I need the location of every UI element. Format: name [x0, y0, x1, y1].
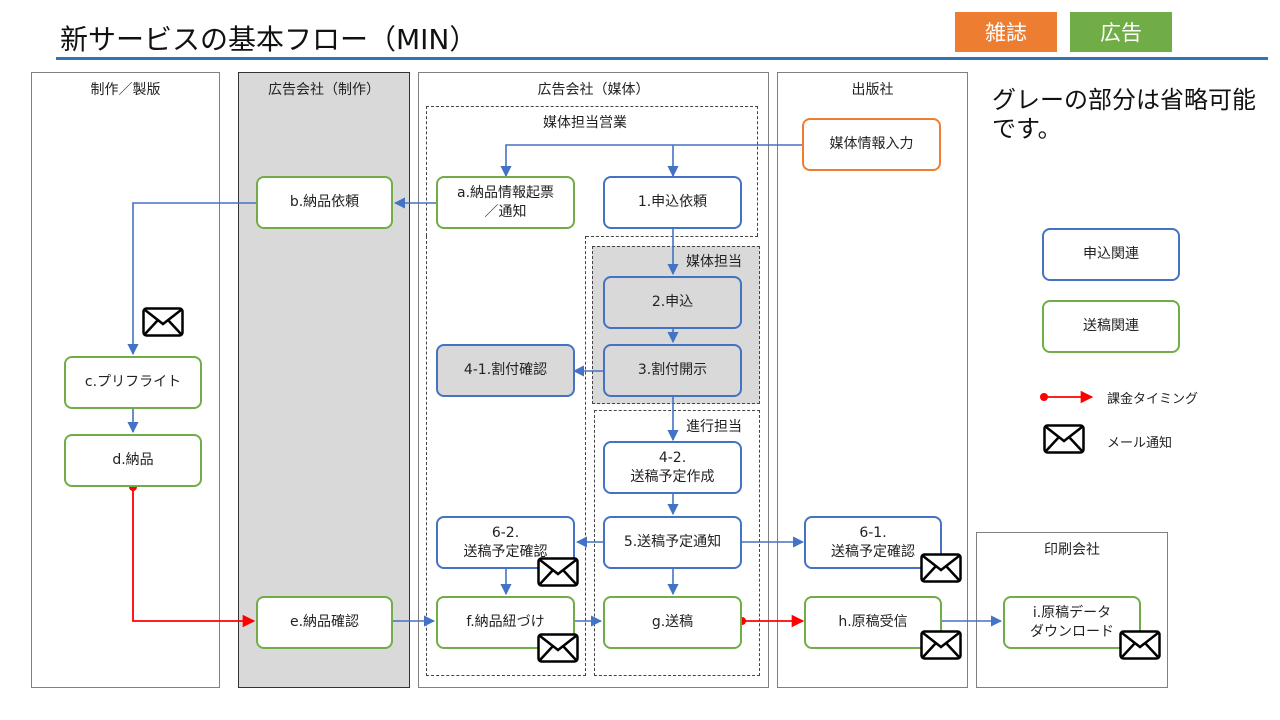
group-media-rep-label: 媒体担当 — [686, 254, 742, 270]
node-2-apply[interactable]: 2.申込 — [603, 276, 742, 329]
lane-production-label: 制作／製版 — [90, 82, 161, 98]
node-6-2-schedule-check[interactable]: 6-2. 送稿予定確認 — [436, 516, 575, 569]
group-media-sales-label: 媒体担当営業 — [543, 115, 627, 131]
lane-agency-production-label: 広告会社（制作） — [268, 82, 380, 98]
node-1-apply-request[interactable]: 1.申込依頼 — [603, 176, 742, 229]
node-f-delivery-link[interactable]: f.納品紐づけ — [436, 596, 575, 649]
node-3-allocation-disclose[interactable]: 3.割付開示 — [603, 344, 742, 397]
mail-icon — [142, 307, 184, 337]
node-e-delivery-confirm[interactable]: e.納品確認 — [256, 596, 393, 649]
node-h-receive[interactable]: h.原稿受信 — [804, 596, 942, 649]
group-progress-rep-label: 進行担当 — [686, 419, 742, 435]
group-media-sales-bottom — [426, 236, 586, 676]
node-5-schedule-notify[interactable]: 5.送稿予定通知 — [603, 516, 742, 569]
node-i-download[interactable]: i.原稿データ ダウンロード — [1003, 596, 1141, 649]
lane-publisher: 出版社 — [777, 72, 968, 688]
node-a-delivery-info[interactable]: a.納品情報起票 ／通知 — [436, 176, 575, 229]
mail-icon — [920, 553, 962, 583]
mail-icon — [1119, 630, 1161, 660]
mail-icon — [537, 557, 579, 587]
lane-publisher-label: 出版社 — [851, 82, 894, 98]
lane-printer-label: 印刷会社 — [1044, 542, 1100, 558]
page-title: 新サービスの基本フロー（MIN） — [60, 23, 478, 56]
group-progress-rep — [594, 410, 760, 676]
billing-d-to-e — [132, 487, 256, 628]
mail-icon — [537, 633, 579, 663]
tag-magazine[interactable]: 雑誌 — [955, 12, 1057, 52]
arrow-mediainfo-to-a — [500, 144, 802, 178]
title-underline — [56, 57, 1268, 60]
node-6-1-schedule-check[interactable]: 6-1. 送稿予定確認 — [804, 516, 942, 569]
legend-billing-label: 課金タイミング — [1107, 392, 1199, 407]
legend-mail-label: メール通知 — [1107, 436, 1173, 451]
lane-printer: 印刷会社 — [976, 532, 1168, 688]
lane-agency-media: 広告会社（媒体） — [418, 72, 769, 688]
node-b-delivery-request[interactable]: b.納品依頼 — [256, 176, 393, 229]
lane-agency-production: 広告会社（制作） — [238, 72, 410, 688]
note-text: グレーの部分は省略可能 です。 — [992, 86, 1256, 143]
legend-send-box: 送稿関連 — [1042, 300, 1180, 353]
lane-agency-media-label: 広告会社（媒体） — [537, 82, 650, 98]
node-media-info-input[interactable]: 媒体情報入力 — [802, 118, 941, 171]
node-4-1-allocation-check[interactable]: 4-1.割付確認 — [436, 344, 575, 397]
legend-apply-box: 申込関連 — [1042, 228, 1180, 281]
mail-icon — [920, 630, 962, 660]
node-d-delivery[interactable]: d.納品 — [64, 434, 202, 487]
legend-mail-icon — [1043, 424, 1085, 454]
node-4-2-schedule-create[interactable]: 4-2. 送稿予定作成 — [603, 441, 742, 494]
group-media-sales-top — [426, 106, 758, 236]
lane-production: 制作／製版 — [31, 72, 220, 688]
group-media-sales-divider — [586, 236, 758, 237]
tag-ad[interactable]: 広告 — [1070, 12, 1172, 52]
node-g-send[interactable]: g.送稿 — [603, 596, 742, 649]
arrow-b-to-c — [127, 202, 256, 356]
node-c-preflight[interactable]: c.プリフライト — [64, 356, 202, 409]
legend-billing-point — [1040, 393, 1048, 401]
